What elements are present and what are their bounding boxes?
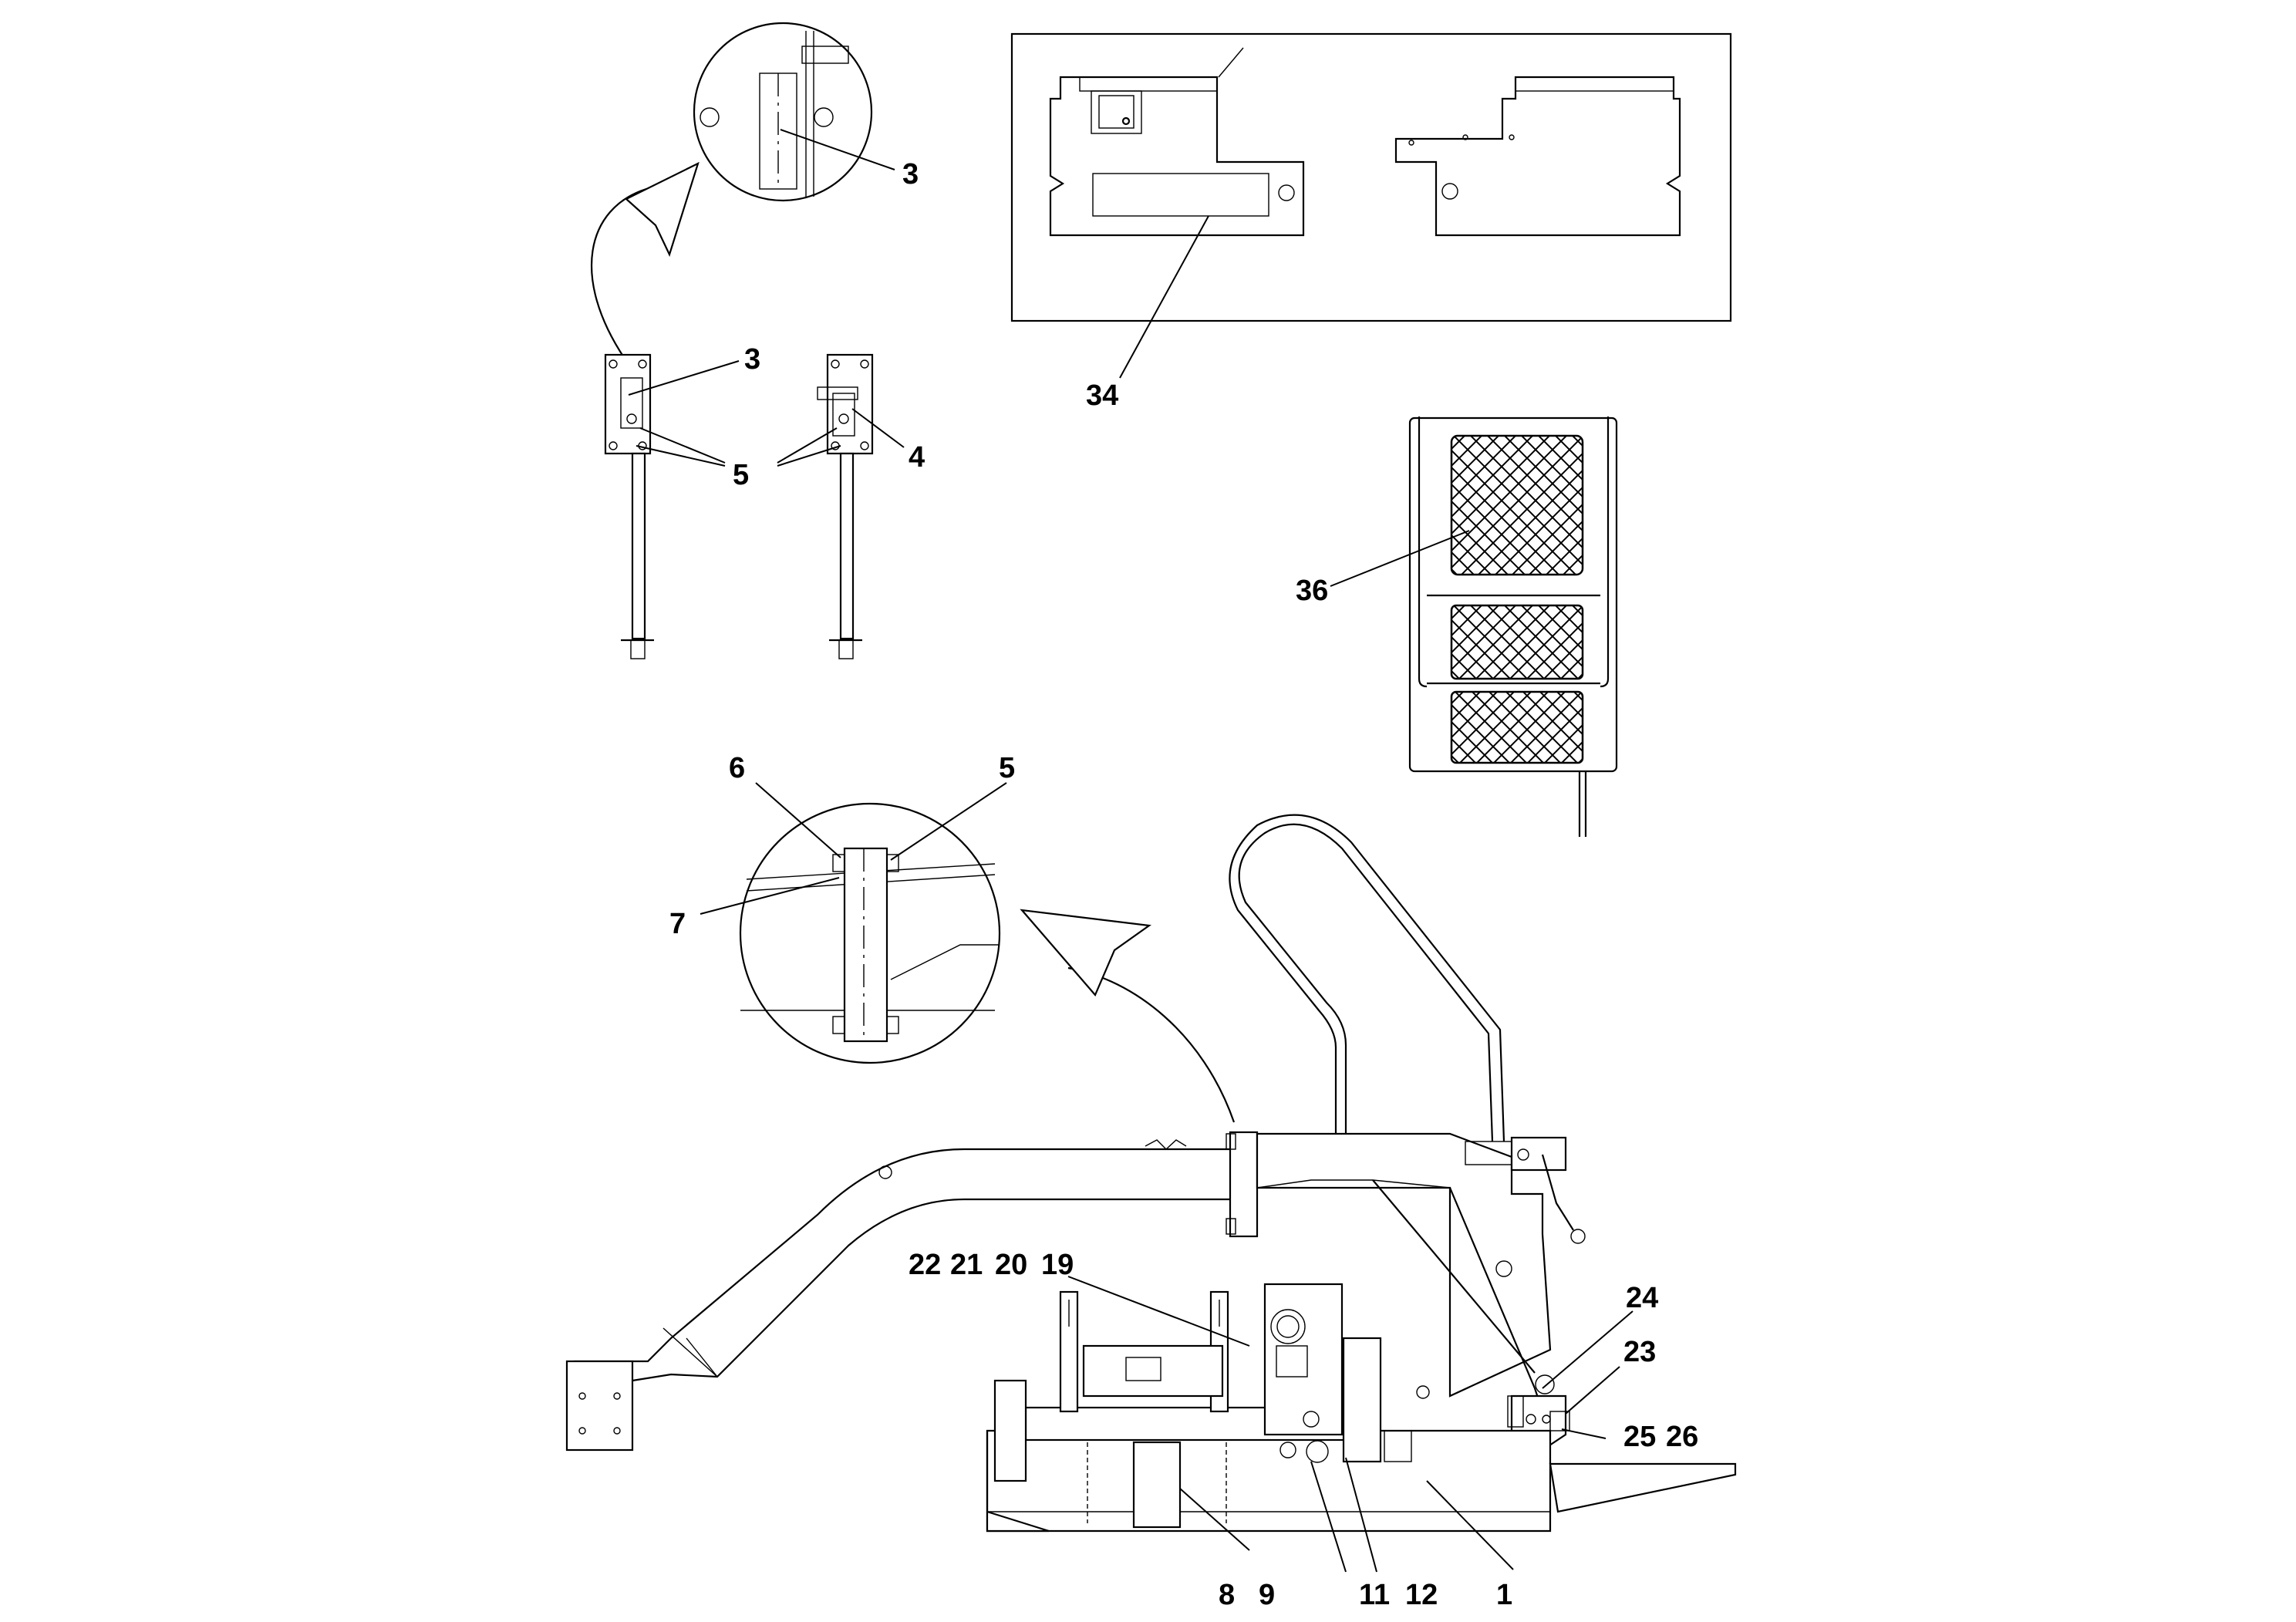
callout-6: 6 — [729, 752, 745, 784]
callout-1: 1 — [1496, 1579, 1512, 1611]
leader-36 — [1330, 530, 1470, 587]
callout-4: 4 — [909, 441, 925, 474]
magnify-arrow-bottom — [1020, 909, 1236, 1123]
detail-bottom-leaders — [700, 782, 1007, 915]
detail-circle-top — [693, 22, 873, 202]
post-leaders — [628, 360, 905, 467]
callout-20: 20 — [995, 1249, 1027, 1281]
post-right — [817, 353, 874, 659]
callout-26: 26 — [1666, 1421, 1698, 1453]
callout-25: 25 — [1623, 1421, 1656, 1453]
callout-3-detail: 3 — [902, 158, 919, 191]
callout-24: 24 — [1626, 1282, 1658, 1314]
callout-12: 12 — [1405, 1579, 1438, 1611]
callout-9: 9 — [1259, 1579, 1275, 1611]
callout-23: 23 — [1623, 1336, 1656, 1368]
detail-circle-bottom — [739, 802, 1001, 1064]
callout-21: 21 — [950, 1249, 983, 1281]
callout-labels: 3 3 5 4 34 36 6 5 7 22 21 20 19 24 23 25… — [669, 158, 1698, 1611]
callout-5-detail: 5 — [999, 752, 1015, 784]
leader-34 — [1119, 215, 1209, 379]
callout-11: 11 — [1359, 1579, 1390, 1611]
magnify-arrow-top — [591, 161, 700, 359]
callout-36: 36 — [1296, 575, 1328, 607]
callout-7: 7 — [669, 908, 686, 940]
callout-22: 22 — [909, 1249, 941, 1281]
callout-8: 8 — [1219, 1579, 1235, 1611]
machine-leaders — [1067, 1276, 1633, 1573]
plates-panel — [1010, 32, 1732, 322]
post-left — [604, 353, 654, 659]
callout-34: 34 — [1086, 379, 1118, 412]
callout-5-top: 5 — [733, 459, 749, 491]
leader-3-detail — [780, 129, 895, 170]
main-machine — [565, 814, 1737, 1533]
callout-19: 19 — [1041, 1249, 1074, 1281]
step-ladder — [1408, 416, 1618, 837]
callout-3: 3 — [744, 343, 760, 376]
